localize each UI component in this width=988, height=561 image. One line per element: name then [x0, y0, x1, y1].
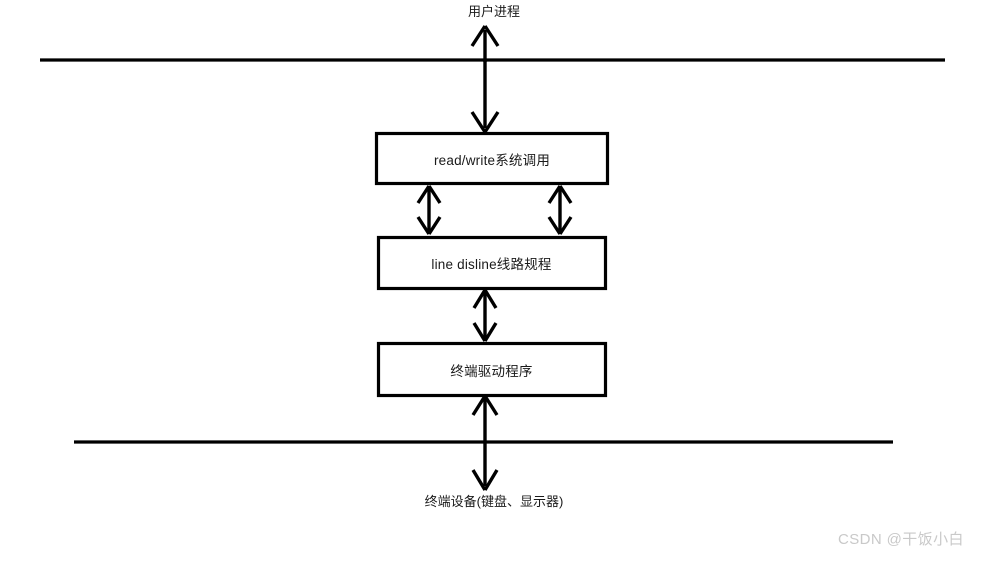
box-label-read-write-syscall: read/write系统调用 — [433, 152, 551, 168]
arrow-syscall-discipline-right — [547, 185, 573, 235]
box-terminal-driver — [376, 341, 608, 398]
arrow-discipline-driver — [472, 289, 498, 342]
label-user-process: 用户进程 — [467, 4, 520, 19]
box-line-discipline — [376, 235, 608, 291]
box-label-terminal-driver: 终端驱动程序 — [450, 363, 533, 379]
label-terminal-device: 终端设备(键盘、显示器) — [424, 494, 564, 509]
arrow-syscall-discipline-left — [416, 185, 442, 235]
arrow-boundary-to-device — [471, 442, 499, 491]
arrow-to-user-process — [470, 25, 500, 62]
box-read-write-syscall — [374, 131, 610, 186]
csdn-watermark: CSDN @干饭小白 — [838, 531, 964, 548]
arrow-boundary-to-driver — [471, 395, 499, 442]
box-label-line-discipline: line disline线路规程 — [431, 257, 552, 272]
arrow-boundary-to-syscall — [470, 60, 500, 133]
